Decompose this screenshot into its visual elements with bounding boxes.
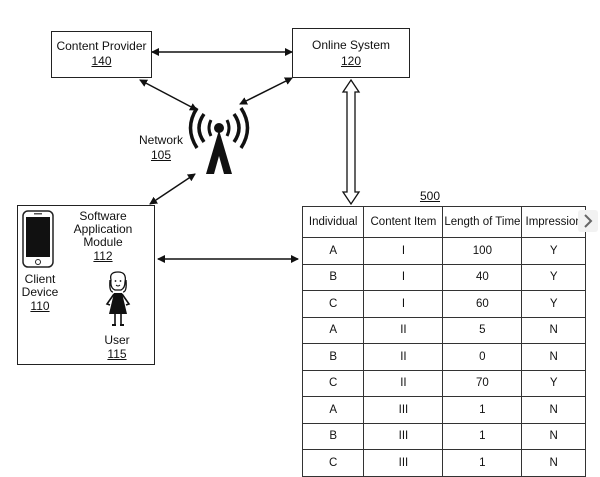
network-tower-icon <box>188 107 250 174</box>
cell-individual: B <box>301 343 365 371</box>
cell-content-item: I <box>363 237 444 265</box>
network-title: Network <box>138 133 183 147</box>
online-system-title: Online System <box>311 38 391 52</box>
cell-impression: N <box>521 449 586 477</box>
chevron-right-icon[interactable] <box>578 210 598 232</box>
header-length-of-time: Length of Time <box>442 206 523 238</box>
smartphone-icon <box>22 210 54 268</box>
connection-arrows <box>139 48 361 263</box>
cell-individual: A <box>301 316 365 344</box>
cell-individual: B <box>301 422 365 450</box>
cell-individual: B <box>301 263 365 291</box>
cell-impression: N <box>521 343 586 371</box>
online-system-box <box>292 28 410 78</box>
cell-individual: C <box>301 369 365 397</box>
client-device-line-1: Client <box>24 272 56 286</box>
module-number: 112 <box>93 249 113 263</box>
content-provider-box <box>51 31 152 78</box>
cell-individual: A <box>301 396 365 424</box>
cell-length-of-time: 70 <box>442 369 523 397</box>
user-title: User <box>104 333 130 347</box>
header-individual: Individual <box>301 206 365 238</box>
cell-length-of-time: 40 <box>442 263 523 291</box>
arrow-provider-network <box>139 79 198 111</box>
cell-impression: Y <box>521 263 586 291</box>
table-header-row: Individual Content Item Length of Time I… <box>301 206 586 238</box>
cell-impression: Y <box>521 369 586 397</box>
user-figure-icon <box>105 271 131 326</box>
cell-length-of-time: 60 <box>442 290 523 318</box>
content-provider-number: 140 <box>91 54 112 68</box>
module-line-2: Application <box>73 222 133 236</box>
header-impression: Impression <box>521 206 586 238</box>
cell-length-of-time: 1 <box>442 396 523 424</box>
cell-individual: C <box>301 290 365 318</box>
cell-individual: A <box>301 237 365 265</box>
cell-content-item: I <box>363 263 444 291</box>
cell-length-of-time: 0 <box>442 343 523 371</box>
arrow-online-network <box>239 77 293 105</box>
cell-impression: N <box>521 422 586 450</box>
cell-length-of-time: 1 <box>442 422 523 450</box>
cell-length-of-time: 5 <box>442 316 523 344</box>
cell-impression: N <box>521 316 586 344</box>
cell-length-of-time: 1 <box>442 449 523 477</box>
cell-content-item: II <box>363 316 444 344</box>
module-line-1: Software <box>79 209 127 223</box>
table-reference-number: 500 <box>419 189 441 203</box>
content-provider-title: Content Provider <box>56 39 147 53</box>
cell-content-item: II <box>363 369 444 397</box>
hollow-arrow-online-table <box>341 78 361 206</box>
client-device-line-2: Device <box>21 285 59 299</box>
online-system-number: 120 <box>340 54 362 68</box>
header-content-item: Content Item <box>363 206 444 238</box>
impression-table: Individual Content Item Length of Time I… <box>301 206 586 477</box>
cell-content-item: II <box>363 343 444 371</box>
module-line-3: Module <box>83 235 123 249</box>
cell-content-item: III <box>363 396 444 424</box>
cell-length-of-time: 100 <box>442 237 523 265</box>
arrow-network-client <box>149 173 196 205</box>
user-number: 115 <box>107 347 127 361</box>
cell-impression: N <box>521 396 586 424</box>
cell-content-item: III <box>363 449 444 477</box>
cell-content-item: I <box>363 290 444 318</box>
client-device-box <box>17 205 155 365</box>
cell-content-item: III <box>363 422 444 450</box>
network-number: 105 <box>150 148 172 162</box>
client-device-number: 110 <box>30 299 50 313</box>
cell-impression: Y <box>521 237 586 265</box>
cell-individual: C <box>301 449 365 477</box>
cell-impression: Y <box>521 290 586 318</box>
